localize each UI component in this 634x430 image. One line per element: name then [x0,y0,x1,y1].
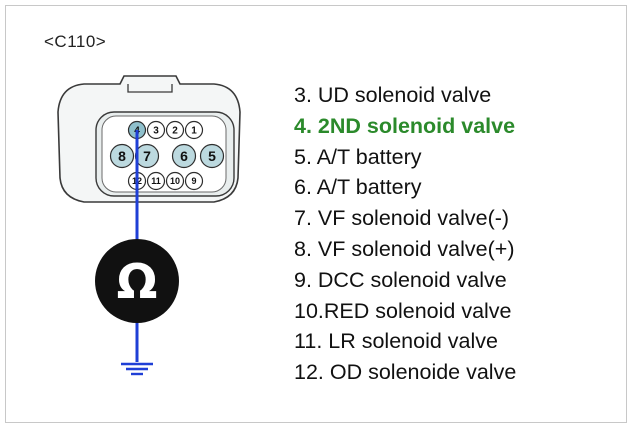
connector-pin-11: 11 [146,171,166,191]
connector-pin-label: 3 [153,126,159,137]
connector-pin-label: 8 [118,148,126,164]
ground-icon [121,362,153,376]
connector-id-label: <C110> [44,32,107,51]
pin-function-item: 11. LR solenoid valve [294,329,498,354]
ohmmeter-circle [95,239,179,323]
connector-pin-2: 2 [165,120,185,140]
connector-pin-6: 6 [171,143,197,169]
ohm-symbol: Ω [117,254,158,310]
connector-pin-label: 5 [208,148,216,164]
pin-function-item: 9. DCC solenoid valve [294,267,507,292]
connector-pin-10: 10 [165,171,185,191]
pin-function-item: 3. UD solenoid valve [294,83,492,107]
connector-pin-label: 1 [191,126,197,137]
connector-pin-8: 8 [109,143,135,169]
pin-function-item: 12. OD solenoide valve [294,360,517,385]
connector-pin-label: 2 [172,126,178,137]
connector-pin-label: 6 [180,148,188,164]
pin-function-item: 7. VF solenoid valve(-) [294,206,510,231]
connector-pin-1: 1 [184,120,204,140]
pin-function-item: 10.RED solenoid valve [294,298,512,323]
pin-function-item: 6. A/T battery [294,175,422,200]
pin-function-list: 3. UD solenoid valve 4. 2ND solenoid val… [294,80,516,388]
connector-pin-label: 7 [143,148,151,164]
connector-pin-label: 11 [151,176,161,186]
connector-pin-label: 9 [191,176,196,186]
connector-pin-5: 5 [199,143,225,169]
connector-pin-3: 3 [146,120,166,140]
pin-function-item-highlighted: 4. 2ND solenoid valve [294,113,516,138]
connector-latch [127,84,173,93]
connector-pin-label: 10 [170,176,180,186]
connector-pin-7: 7 [134,143,160,169]
pin-function-item: 5. A/T battery [294,144,422,169]
pin-function-item: 8. VF solenoid valve(+) [294,236,515,261]
diagram-frame [5,5,627,423]
connector-pin-9: 9 [184,171,204,191]
